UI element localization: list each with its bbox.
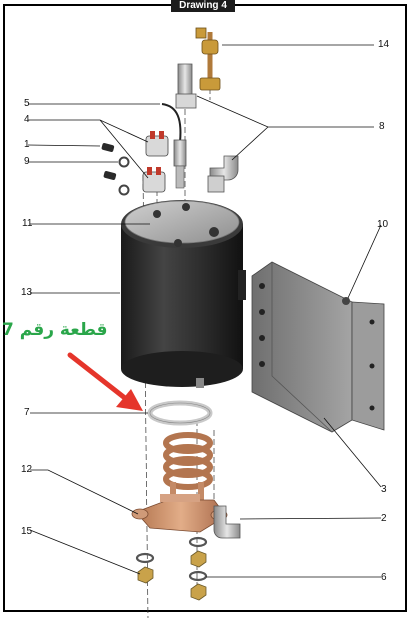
callout-14: 14 (378, 39, 390, 50)
callout-13: 13 (21, 287, 33, 298)
callout-9: 9 (24, 156, 30, 167)
callout-12: 12 (21, 464, 33, 475)
screws-and-washers (101, 142, 130, 196)
elbow-fitting-top (175, 63, 197, 109)
nuts-and-washers (135, 536, 208, 601)
callout-3: 3 (381, 484, 387, 495)
boiler-tank (121, 200, 246, 388)
part-annotation-label: قطعة رقم 7 (2, 320, 108, 340)
mounting-bracket (251, 261, 385, 433)
heating-element (131, 432, 228, 533)
callout-11: 11 (22, 218, 33, 229)
elbow-fitting-side (207, 155, 239, 193)
callout-1: 1 (24, 139, 30, 150)
callout-5: 5 (24, 98, 30, 109)
callout-4: 4 (24, 114, 30, 125)
leader-lines (27, 44, 382, 578)
callout-8: 8 (379, 121, 385, 132)
callout-2: 2 (381, 513, 387, 524)
temperature-probe (161, 103, 187, 189)
thermostat-upper (145, 131, 169, 157)
brass-fitting (195, 27, 221, 91)
elbow-fitting-lower (213, 505, 241, 539)
callout-7: 7 (24, 407, 30, 418)
callout-15: 15 (21, 526, 33, 537)
callout-10: 10 (377, 219, 389, 230)
callout-6: 6 (381, 572, 387, 583)
red-pointer-arrow (67, 352, 143, 411)
drawing-title: Drawing 4 (171, 0, 235, 12)
thermostat-lower (142, 167, 166, 193)
